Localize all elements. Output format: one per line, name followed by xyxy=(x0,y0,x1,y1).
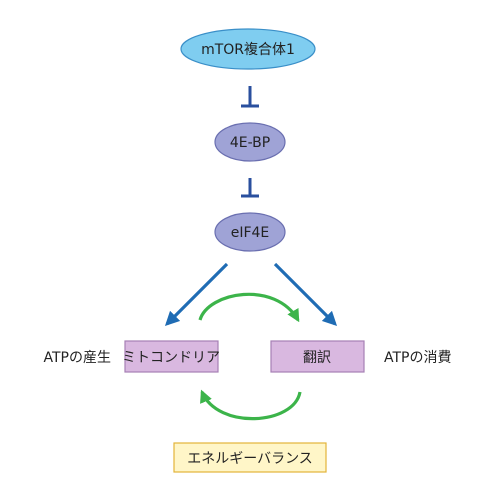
translation-label: 翻訳 xyxy=(303,350,331,366)
atp-consumption-label: ATPの消費 xyxy=(384,350,451,366)
translation-box: 翻訳 xyxy=(270,340,365,373)
activation-arrow-to-mitochondria xyxy=(164,262,229,327)
4ebp-label: 4E-BP xyxy=(230,135,270,151)
4ebp-node: 4E-BP xyxy=(214,122,286,162)
eif4e-label: eIF4E xyxy=(231,225,270,241)
cycle-arrow-top xyxy=(198,292,300,323)
energy-balance-label: エネルギーバランス xyxy=(187,451,313,467)
cycle-arrow-bottom xyxy=(200,389,302,421)
activation-arrow-to-translation xyxy=(273,262,338,327)
mtor-complex-label: mTOR複合体1 xyxy=(201,41,295,58)
eif4e-node: eIF4E xyxy=(214,212,286,252)
inhibition-4ebp-to-eif4e xyxy=(241,178,259,198)
mtor-complex-node: mTOR複合体1 xyxy=(180,28,316,70)
atp-production-label: ATPの産生 xyxy=(44,350,111,366)
inhibition-mtor-to-4ebp xyxy=(241,86,259,108)
mitochondria-box: ミトコンドリア xyxy=(122,340,220,373)
mitochondria-label: ミトコンドリア xyxy=(122,350,220,366)
energy-balance-box: エネルギーバランス xyxy=(173,442,327,473)
